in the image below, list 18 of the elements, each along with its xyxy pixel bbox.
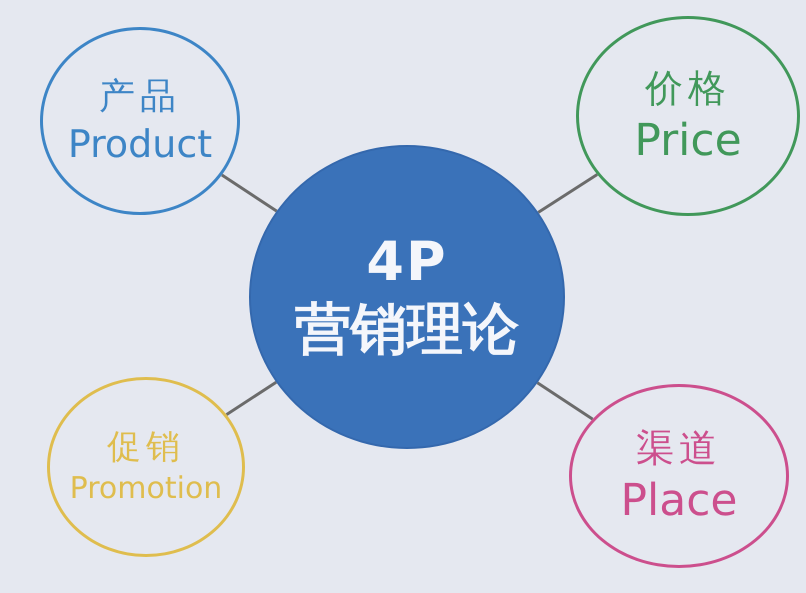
circle-label: Place <box>620 476 738 525</box>
circle-label: 4P <box>366 232 448 293</box>
topic-circle <box>569 384 789 568</box>
topic-circle <box>576 16 800 216</box>
circle-label: 价格 <box>645 67 731 110</box>
circle-label: 促销 <box>107 428 185 466</box>
circle-label: Product <box>68 122 212 166</box>
circle-label: 产品 <box>99 76 181 117</box>
circle-label: 渠道 <box>636 427 722 470</box>
connector-line <box>538 173 598 214</box>
connector-line <box>221 174 278 212</box>
connector-line <box>536 382 594 420</box>
connector-line <box>226 380 278 416</box>
circle-label: Promotion <box>70 472 222 506</box>
circle-label: Price <box>634 116 742 165</box>
topic-circle <box>47 377 245 557</box>
topic-circle <box>40 27 240 215</box>
circle-label: 营销理论 <box>295 298 519 362</box>
